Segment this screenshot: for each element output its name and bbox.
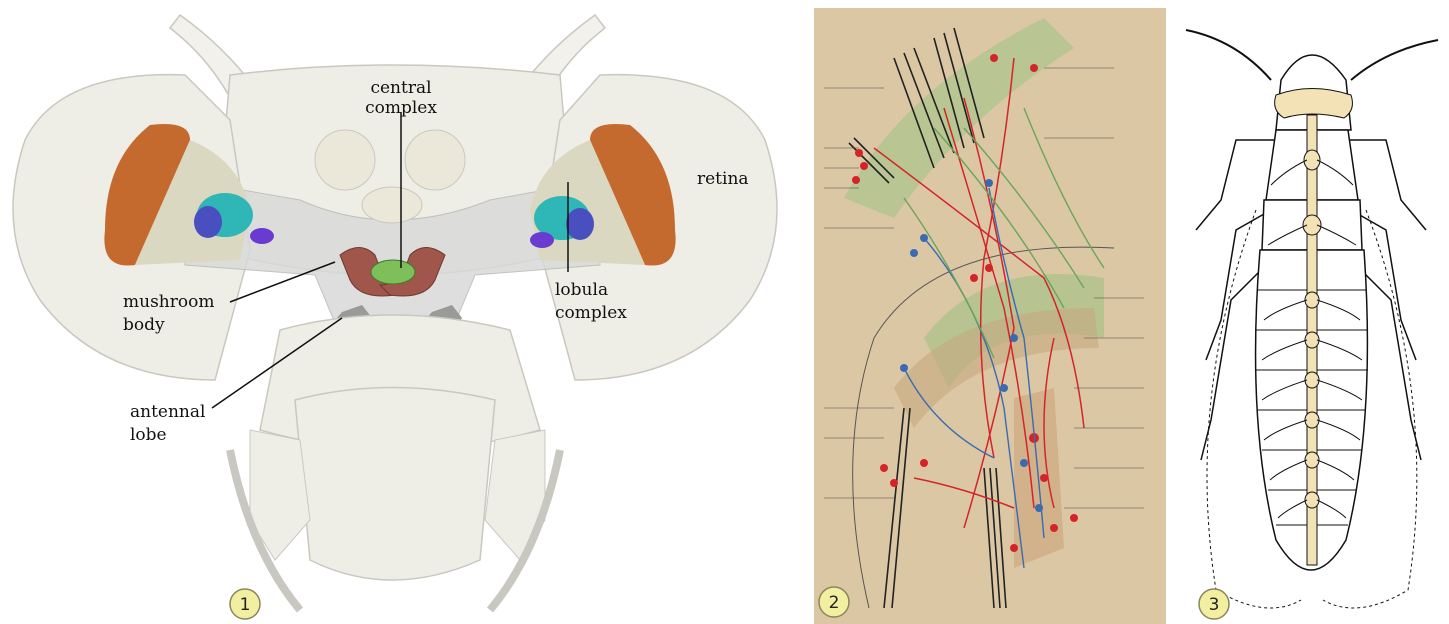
medulla-left xyxy=(250,228,274,244)
lobula-plate-left xyxy=(194,206,222,238)
ocellus-right xyxy=(405,130,465,190)
insect-svg: 3 xyxy=(1176,0,1449,624)
label-complex: complex xyxy=(365,98,437,118)
head-diagram-svg: central complex retina mushroom body lob… xyxy=(0,0,800,624)
panel-number-1: 1 xyxy=(240,595,251,615)
label-lobula-complex: complex xyxy=(555,303,627,323)
panel-1-head-diagram: central complex retina mushroom body lob… xyxy=(0,0,800,624)
brain xyxy=(1275,89,1353,119)
lobula-plate-right xyxy=(566,208,594,240)
central-complex xyxy=(371,260,415,284)
panel-3-insect-nervous-system: 3 xyxy=(1176,0,1449,624)
label-body: body xyxy=(123,315,165,335)
label-retina: retina xyxy=(697,169,749,189)
label-lobe: lobe xyxy=(130,425,167,445)
labrum xyxy=(295,388,495,581)
panel-2-neuron-plate: 2 xyxy=(814,8,1166,624)
ocellus-left xyxy=(315,130,375,190)
panel-number-2: 2 xyxy=(829,593,840,613)
medulla-right xyxy=(530,232,554,248)
antenna-right xyxy=(1351,40,1438,80)
label-central: central xyxy=(370,78,431,98)
antenna-left xyxy=(1186,30,1271,80)
ocellus-middle xyxy=(362,187,422,223)
neuron-plate-svg: 2 xyxy=(814,8,1166,624)
label-lobula: lobula xyxy=(555,280,608,300)
label-mushroom: mushroom xyxy=(123,292,214,312)
label-antennal: antennal xyxy=(130,402,205,422)
panel-number-3: 3 xyxy=(1209,595,1220,615)
